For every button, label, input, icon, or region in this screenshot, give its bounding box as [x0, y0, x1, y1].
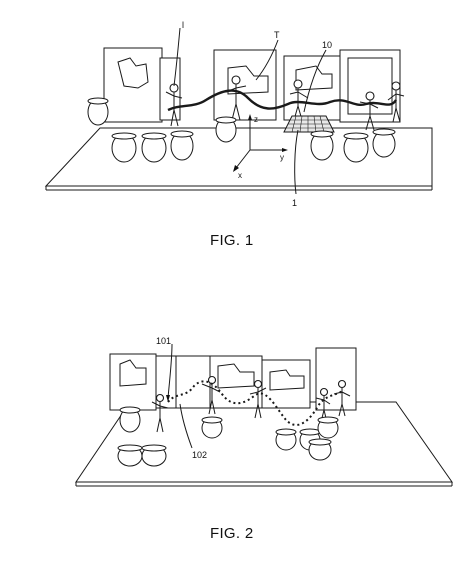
fig1-operator-3 [289, 79, 309, 121]
fig1-operator-4 [359, 91, 379, 131]
fig1-operator-2 [225, 75, 247, 121]
fig2-operator-3 [249, 379, 267, 419]
fig1-trajectory-T [167, 89, 398, 112]
fig1-ref-T: T [274, 30, 280, 40]
fig2-operator-2 [201, 375, 221, 415]
fig1-ref-10: 10 [322, 40, 332, 50]
fig2-ref-102: 102 [192, 450, 207, 460]
fig1-caption: FIG. 1 [210, 232, 254, 249]
fig1-axis-y-label: y [280, 153, 284, 162]
fig1-axis-z-label: z [254, 115, 258, 124]
fig2-operator-4 [315, 387, 331, 423]
fig2-wall-a [175, 355, 211, 409]
fig1-grid-marker [283, 115, 335, 133]
fig1-wall-left [103, 47, 163, 123]
fig2-barrels [117, 406, 339, 467]
fig1-axis-x-label: x [238, 171, 242, 180]
fig2-wall-left [109, 353, 157, 411]
fig1-operator-1 [165, 83, 183, 127]
fig2-wall-center [209, 355, 263, 409]
fig1-ref-l: l [182, 20, 184, 30]
fig2-caption: FIG. 2 [210, 525, 254, 542]
fig1-operator-5 [387, 81, 405, 123]
fig2-dotted-trajectory [167, 380, 345, 426]
fig1-ref-1: 1 [292, 198, 297, 208]
fig2-operator-5 [333, 379, 351, 417]
fig1-axes: z y x [233, 114, 288, 180]
fig1-barrels [87, 97, 396, 163]
fig2-wall-right [261, 359, 311, 409]
fig2-operator-1 [151, 393, 169, 433]
fig2-ref-101: 101 [156, 336, 171, 346]
